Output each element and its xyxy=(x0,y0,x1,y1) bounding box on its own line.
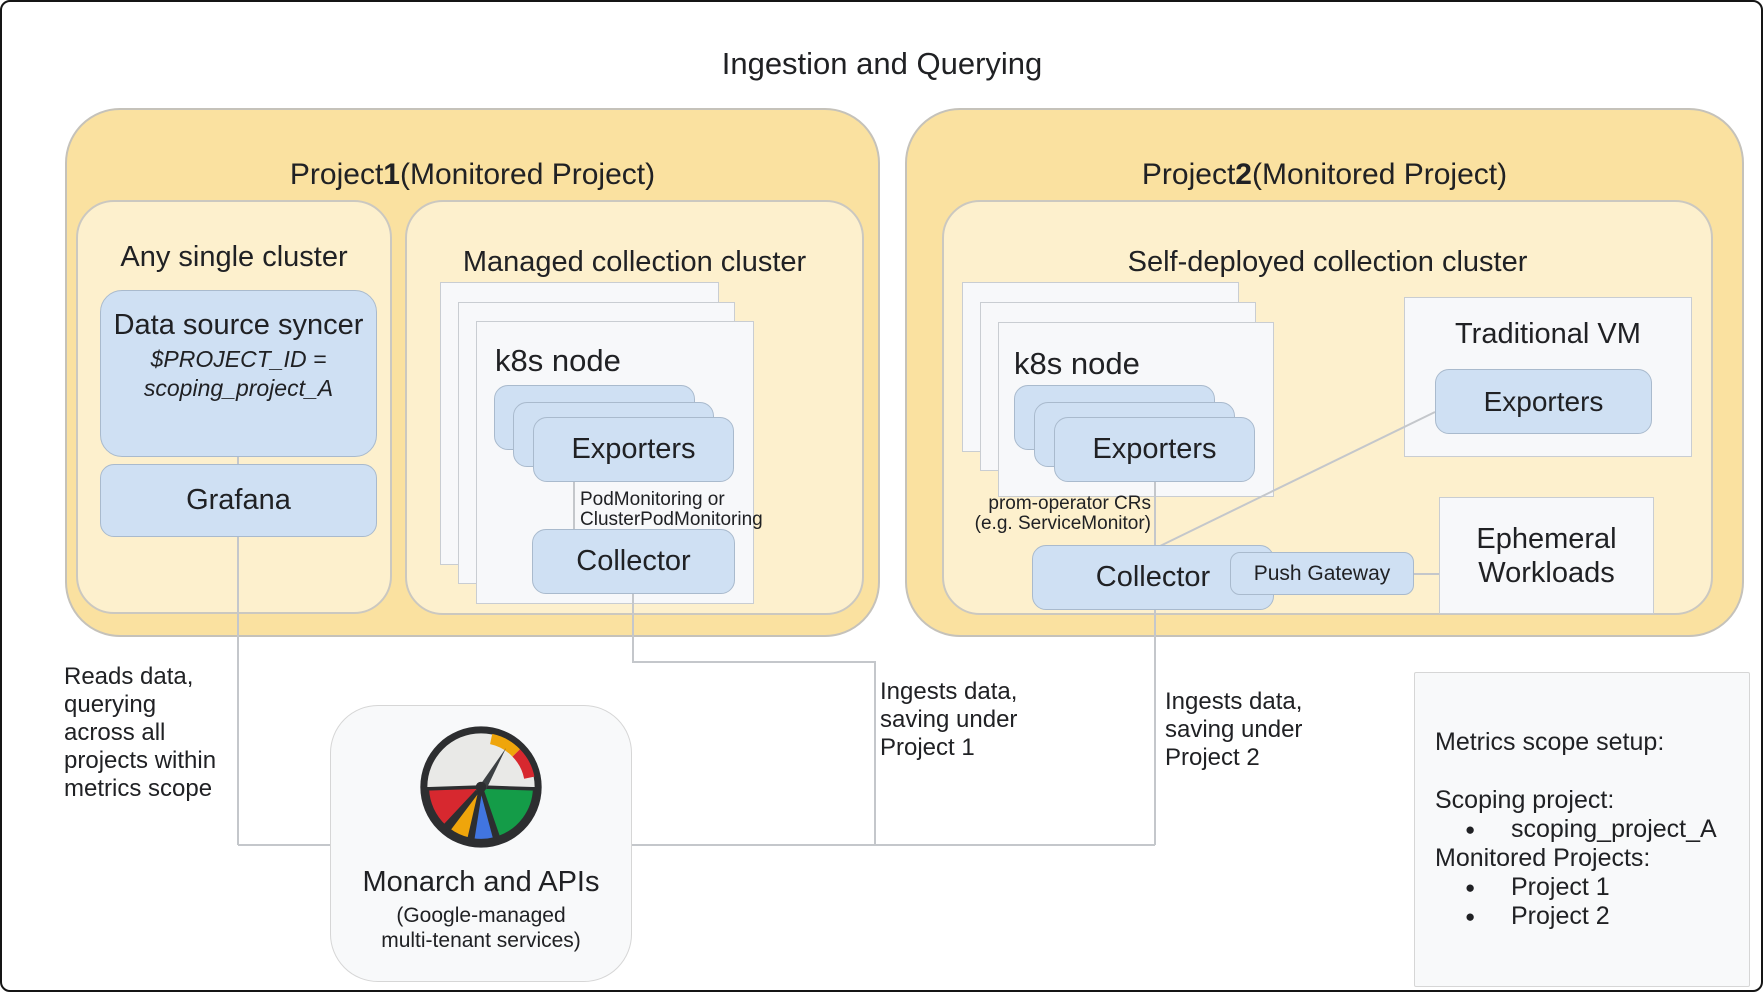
monitored-project-item-1: ● Project 1 xyxy=(1435,873,1749,902)
monitored-project-1-value: Project 1 xyxy=(1511,873,1610,901)
exporters-box-vm: Exporters xyxy=(1435,369,1652,434)
any-single-cluster-label: Any single cluster xyxy=(120,240,348,273)
scoping-project-item: ● scoping_project_A xyxy=(1435,815,1749,844)
managed-collection-cluster-label: Managed collection cluster xyxy=(462,245,807,278)
collector-box-p1: Collector xyxy=(532,529,735,594)
exporters-box-p1: Exporters xyxy=(533,417,734,482)
monitored-project-item-2: ● Project 2 xyxy=(1435,902,1749,931)
metrics-scope-spacer xyxy=(1435,757,1749,786)
reads-data-annotation: Reads data, querying across all projects… xyxy=(64,663,217,802)
project1-title-number: 1 xyxy=(383,158,400,191)
bullet-icon: ● xyxy=(1465,907,1476,926)
bullet-icon: ● xyxy=(1465,878,1476,897)
prom-operator-note: prom-operator CRs (e.g. ServiceMonitor) xyxy=(974,493,1151,534)
project2-title-prefix: Project xyxy=(1141,158,1236,191)
project1-title: Project 1 (Monitored Project) xyxy=(165,155,780,195)
collector-box-p2: Collector xyxy=(1032,545,1274,610)
ephemeral-workloads-box: Ephemeral Workloads xyxy=(1439,497,1654,614)
monarch-subtitle: (Google-managed multi-tenant services) xyxy=(381,904,581,952)
scoping-project-label: Scoping project: xyxy=(1435,786,1615,814)
project1-title-prefix: Project xyxy=(289,158,384,191)
traditional-vm-label: Traditional VM xyxy=(1455,317,1641,350)
data-source-syncer-label: Data source syncer xyxy=(113,309,364,341)
project2-title-suffix: (Monitored Project) xyxy=(1251,158,1508,191)
monarch-title: Monarch and APIs xyxy=(362,866,600,898)
monitored-project-2-value: Project 2 xyxy=(1511,902,1610,930)
monarch-gauge-icon xyxy=(420,726,542,848)
bullet-icon: ● xyxy=(1465,820,1476,839)
k8s-node-label-p1: k8s node xyxy=(495,343,621,378)
data-source-syncer-box: Data source syncer $PROJECT_ID = scoping… xyxy=(100,290,377,457)
metrics-scope-box: Metrics scope setup: Scoping project: ● s… xyxy=(1414,672,1750,987)
project2-title-number: 2 xyxy=(1235,158,1252,191)
monitored-projects-label: Monitored Projects: xyxy=(1435,844,1651,872)
monarch-box: Monarch and APIs (Google-managed multi-t… xyxy=(330,705,632,982)
page-title: Ingestion and Querying xyxy=(721,46,1043,81)
grafana-box: Grafana xyxy=(100,464,377,537)
data-source-syncer-variable: $PROJECT_ID = scoping_project_A xyxy=(143,346,334,401)
ingest-project1-annotation: Ingests data, saving under Project 1 xyxy=(880,678,1018,761)
self-deployed-cluster-label: Self-deployed collection cluster xyxy=(1127,245,1528,278)
k8s-node-label-p2: k8s node xyxy=(1014,346,1140,381)
scoping-project-value: scoping_project_A xyxy=(1511,815,1717,843)
push-gateway-box: Push Gateway xyxy=(1230,552,1414,595)
podmonitoring-note: PodMonitoring or ClusterPodMonitoring xyxy=(580,489,763,530)
exporters-box-p2: Exporters xyxy=(1054,417,1255,482)
project2-title: Project 2 (Monitored Project) xyxy=(1017,155,1632,195)
metrics-scope-title: Metrics scope setup: xyxy=(1435,728,1665,756)
project1-title-suffix: (Monitored Project) xyxy=(399,158,656,191)
ingest-project2-annotation: Ingests data, saving under Project 2 xyxy=(1165,688,1303,771)
